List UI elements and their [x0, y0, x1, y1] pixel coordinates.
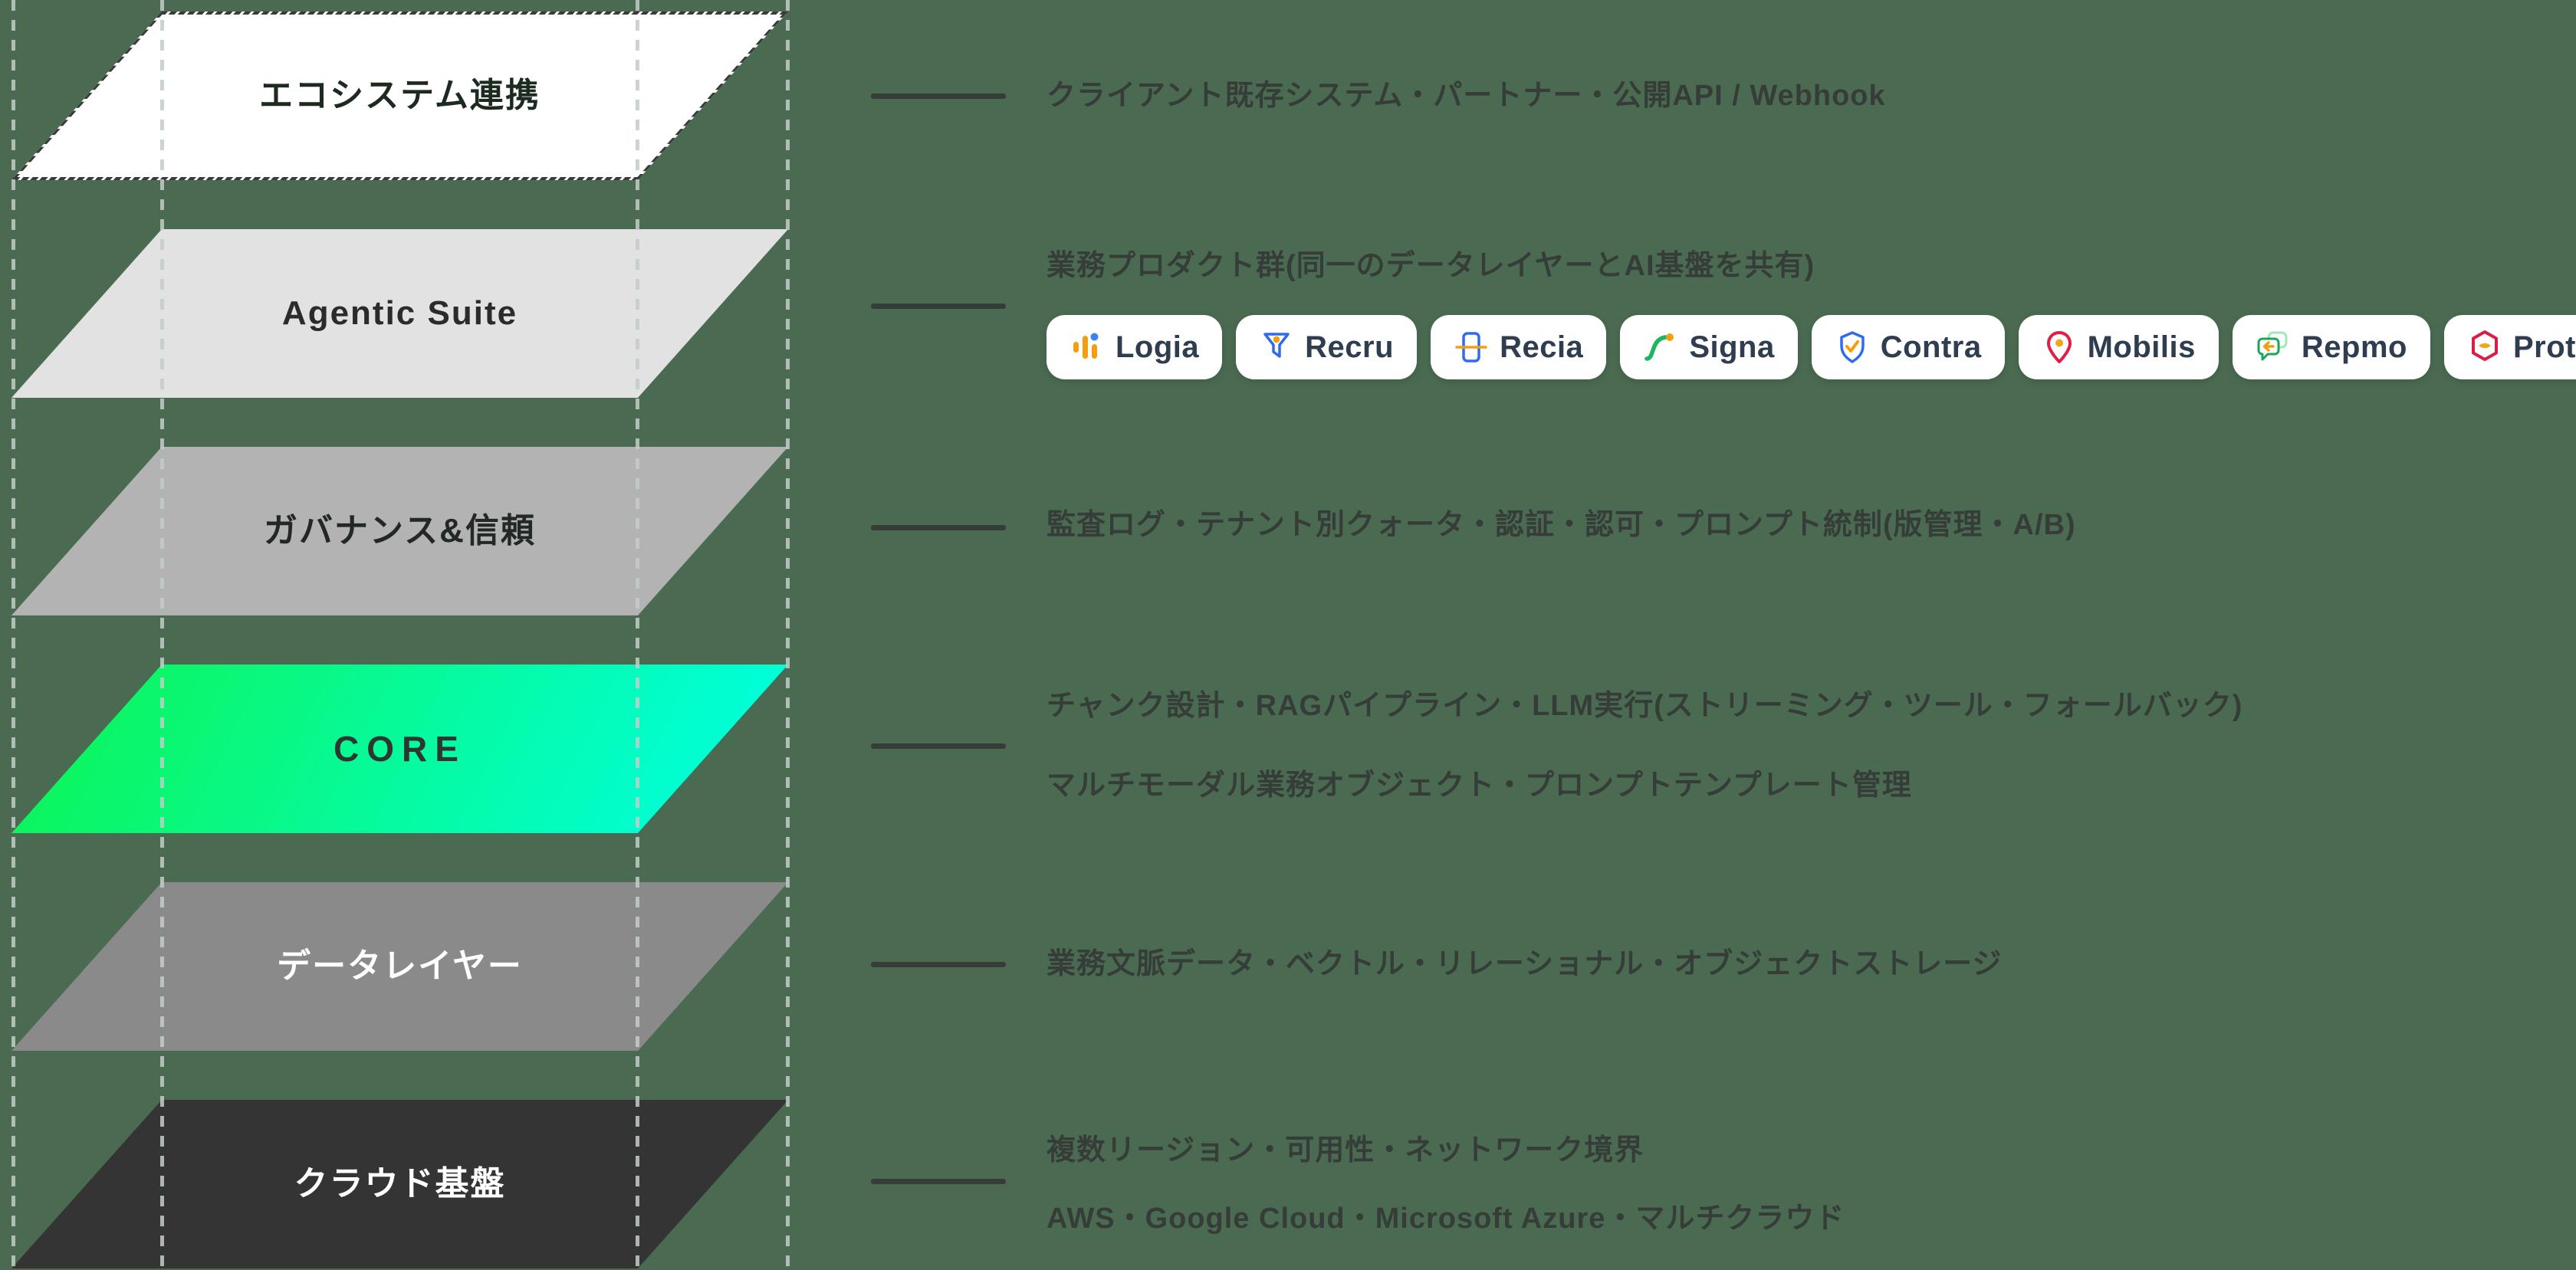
waveform-icon — [1073, 333, 1099, 359]
product-name: Recia — [1500, 330, 1584, 364]
chat-bubbles-icon — [2257, 331, 2288, 361]
layer-label-ecosystem: エコシステム連携 — [259, 77, 540, 114]
card-line-icon — [1455, 332, 1487, 363]
description-core-line1: チャンク設計・RAGパイプライン・LLM実行(ストリーミング・ツール・フォールバ… — [1046, 690, 2243, 722]
guide-line-top-right — [786, 0, 790, 1270]
product-name: Signa — [1689, 330, 1775, 364]
product-badge-recia[interactable]: Recia — [1431, 315, 1607, 379]
layer-label-data-layer: データレイヤー — [277, 947, 523, 985]
description-agentic-suite: 業務プロダクト群(同一のデータレイヤーとAI基盤を共有) — [1046, 250, 1815, 282]
connector-line — [871, 94, 1006, 99]
product-badge-repmo[interactable]: Repmo — [2232, 315, 2430, 379]
description-core-line2: マルチモーダル業務オブジェクト・プロンプトテンプレート管理 — [1046, 770, 1912, 802]
layer-label-cloud-foundation: クラウド基盤 — [294, 1165, 506, 1203]
product-name: Repmo — [2301, 330, 2407, 364]
connector-line — [871, 1179, 1006, 1184]
description-cloud-line2: AWS・Google Cloud・Microsoft Azure・マルチクラウド — [1046, 1203, 1845, 1235]
guide-line-bottom-left — [12, 0, 15, 1270]
product-name: Mobilis — [2087, 330, 2196, 364]
product-badge-signa[interactable]: Signa — [1620, 315, 1798, 379]
description-ecosystem: クライアント既存システム・パートナー・公開API / Webhook — [1046, 80, 1886, 112]
product-name: Protector — [2512, 330, 2576, 364]
hexagon-eye-icon — [2471, 330, 2498, 361]
product-badge-contra[interactable]: Contra — [1811, 315, 2005, 379]
signature-curve-icon — [1644, 333, 1674, 361]
description-governance-trust: 監査ログ・テナント別クォータ・認証・認可・プロンプト統制(版管理・A/B) — [1046, 509, 2076, 541]
description-cloud-line1: 複数リージョン・可用性・ネットワーク境界 — [1046, 1134, 1644, 1167]
connector-line — [871, 304, 1006, 309]
product-badge-protector[interactable]: Protector — [2443, 315, 2576, 379]
layer-label-agentic-suite: Agentic Suite — [281, 294, 518, 332]
product-name: Logia — [1116, 330, 1200, 364]
guide-line-bottom-right — [636, 0, 639, 1270]
product-badge-logia[interactable]: Logia — [1046, 315, 1223, 379]
connector-line — [871, 962, 1006, 967]
shield-check-icon — [1839, 331, 1865, 363]
product-name: Contra — [1880, 330, 1982, 364]
product-name: Recru — [1305, 330, 1395, 364]
product-badge-row: Logia Recru Recia Signa — [1046, 315, 2576, 379]
product-badge-mobilis[interactable]: Mobilis — [2018, 315, 2219, 379]
layer-label-core: CORE — [334, 729, 466, 769]
funnel-icon — [1263, 333, 1290, 358]
connector-line — [871, 525, 1006, 530]
product-badge-recru[interactable]: Recru — [1236, 315, 1418, 379]
guide-line-top-left — [160, 0, 164, 1270]
connector-line — [871, 743, 1006, 749]
layer-label-governance-trust: ガバナンス&信頼 — [264, 512, 536, 550]
description-data-layer: 業務文脈データ・ベクトル・リレーショナル・オブジェクトストレージ — [1046, 948, 2003, 980]
map-pin-icon — [2046, 331, 2072, 363]
